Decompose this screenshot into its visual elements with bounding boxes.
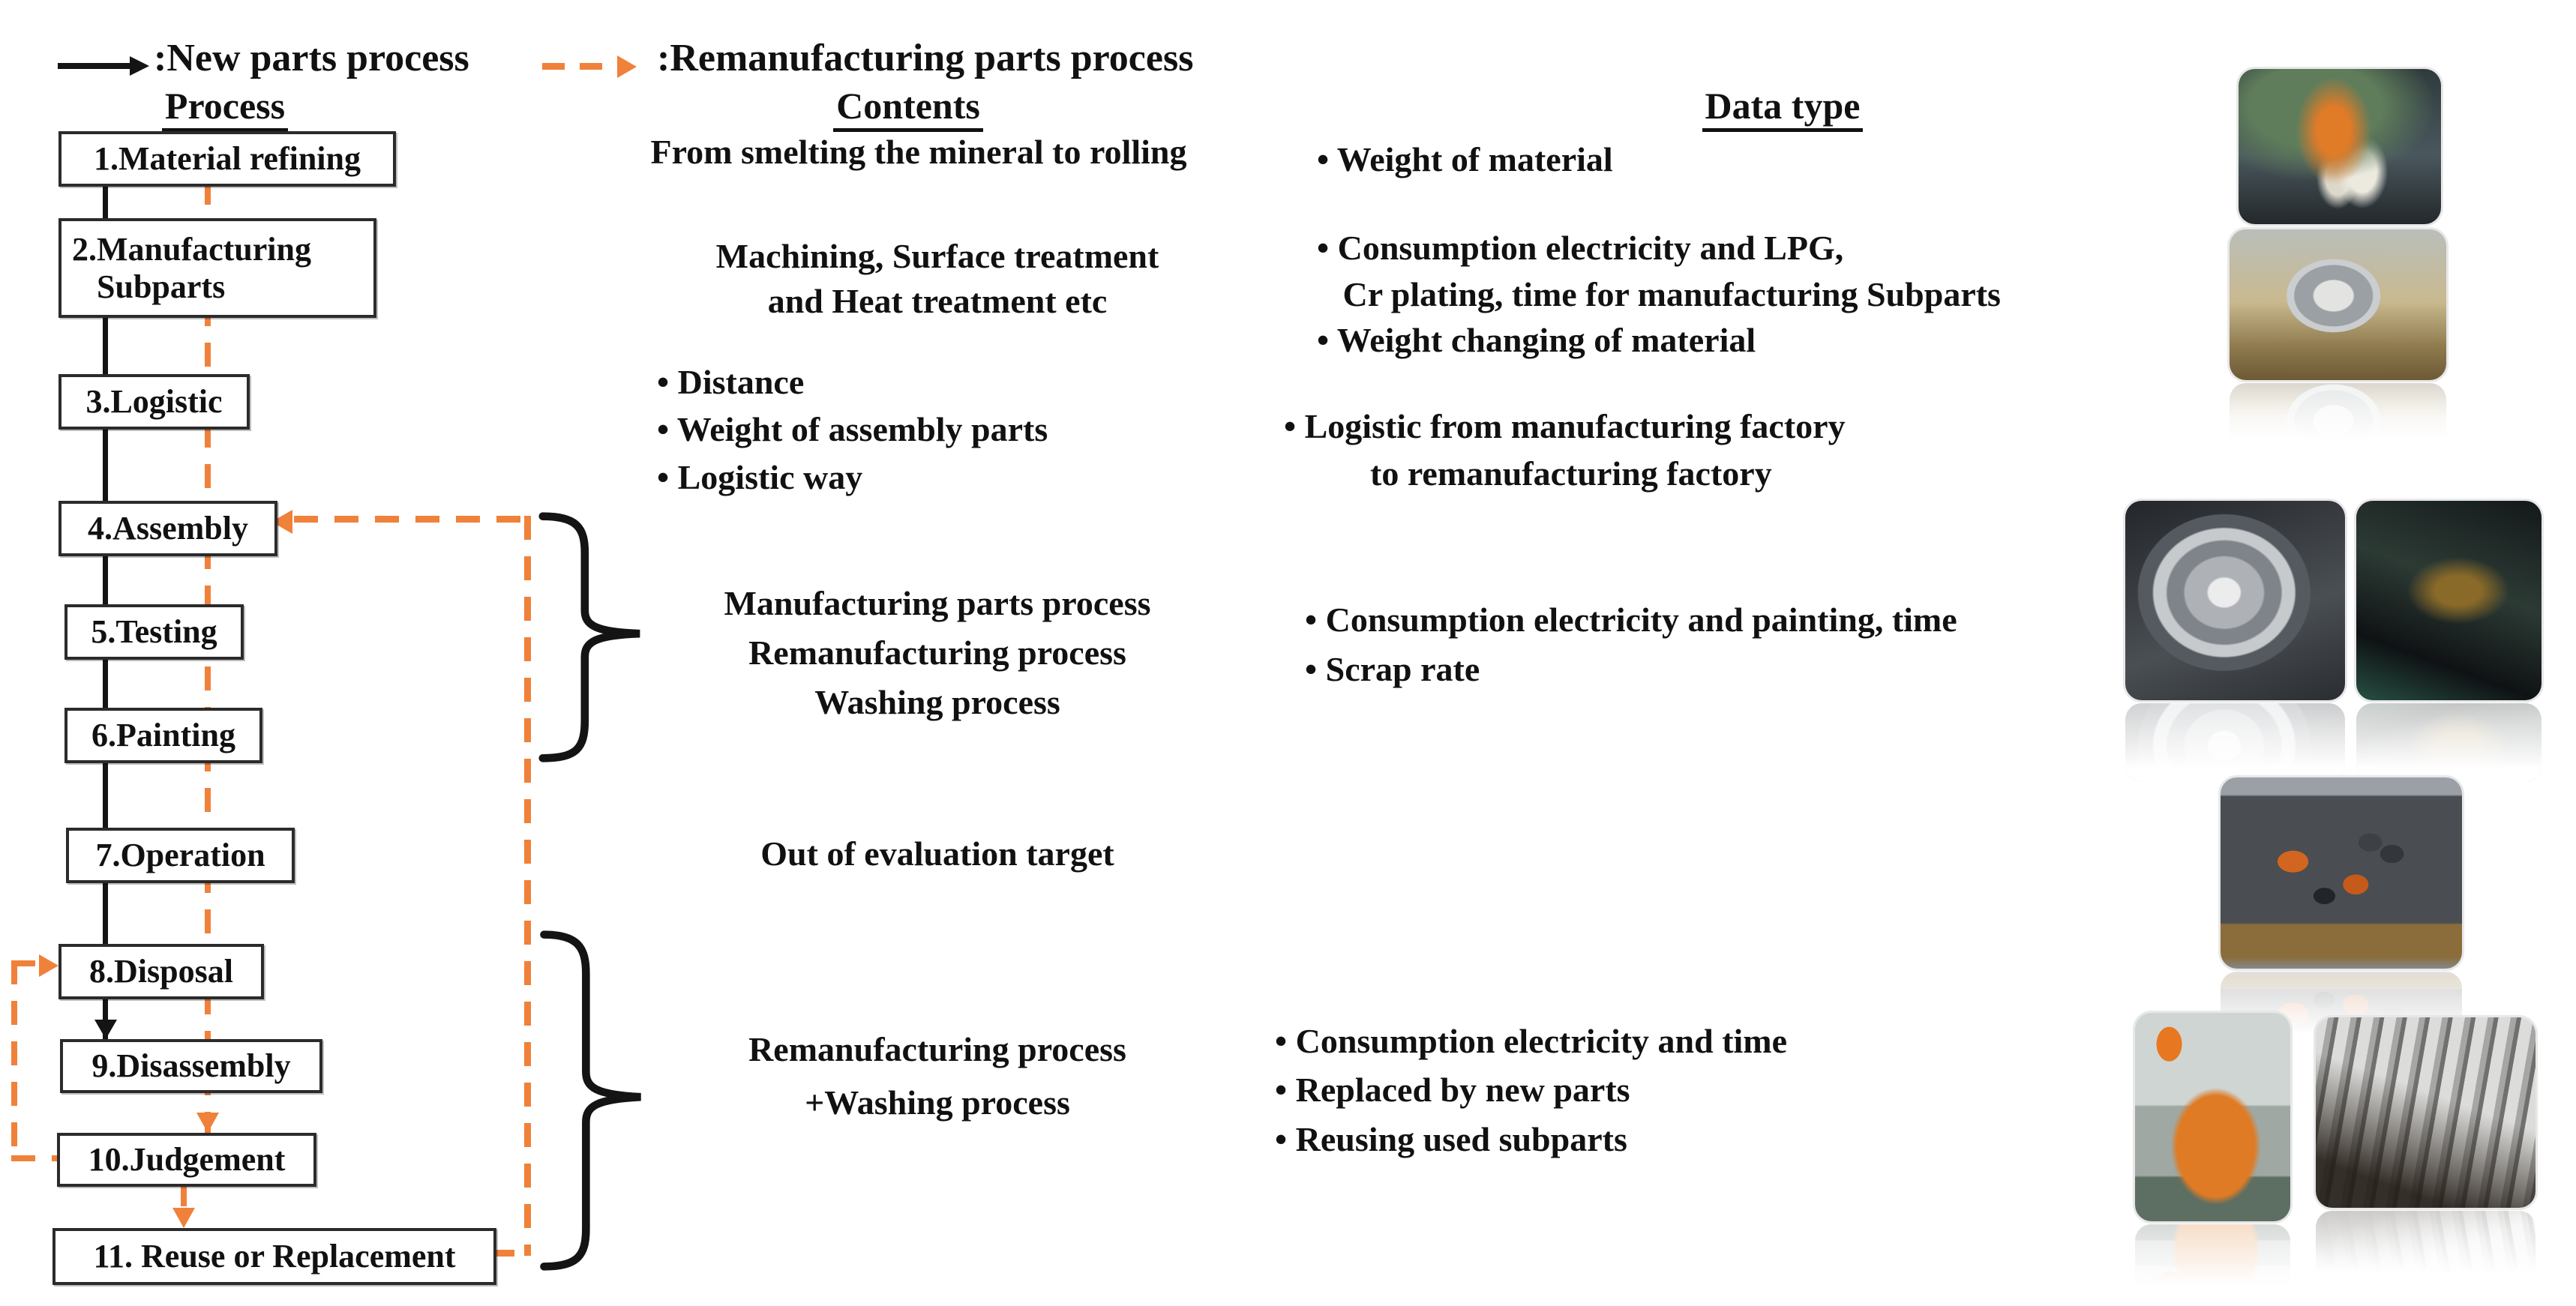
process-box-painting: 6.Painting	[64, 708, 262, 763]
process-box-disassembly: 9.Disassembly	[60, 1039, 322, 1093]
photo-reman-stand-reflection	[2135, 1224, 2290, 1299]
photo-assembly-machinery	[2356, 501, 2542, 700]
contents-operation: Out of evaluation target	[760, 834, 1114, 873]
photo-subparts-gear	[2230, 229, 2446, 380]
contents-logistic-bullets: • Distance • Weight of assembly parts • …	[657, 363, 1048, 496]
loop-left-bottom-line	[11, 1155, 58, 1161]
contents-assembly-testing-painting: Manufacturing parts process Remanufactur…	[724, 584, 1151, 722]
process-box-judgement: 10.Judgement	[57, 1133, 316, 1187]
legend-reman-parts-label: :Remanufacturing parts process	[657, 37, 1194, 79]
photo-reused-subparts	[2316, 1017, 2536, 1208]
new-process-arrowhead-icon	[130, 56, 149, 76]
reman-process-arrow	[542, 63, 617, 70]
photo-assembly-gear-ring	[2125, 501, 2345, 700]
process-box-logistic: 3.Logistic	[58, 374, 250, 430]
loop-from-reuse-line	[490, 1250, 529, 1257]
photo-used-parts-bin	[2221, 777, 2462, 969]
brace-disposal-reuse	[540, 930, 641, 1271]
photo-material-refining	[2239, 69, 2441, 224]
contents-manufacturing-subparts: Machining, Surface treatment and Heat tr…	[715, 237, 1159, 320]
disposal-to-disassembly-arrowhead-icon	[94, 1020, 117, 1039]
process-column-header: Process	[75, 84, 375, 132]
data-type-material-refining: • Weight of material	[1317, 140, 1613, 178]
data-type-remanufacturing: • Consumption electricity and time • Rep…	[1275, 1022, 1788, 1158]
contents-column-header: Contents	[758, 84, 1058, 132]
loop-into-assembly-line	[294, 516, 531, 523]
loop-into-disposal-arrowhead-icon	[39, 954, 58, 977]
photo-reused-subparts-reflection	[2316, 1211, 2536, 1286]
judgement-to-reuse-arrowhead-icon	[172, 1208, 195, 1228]
loop-right-vertical-line	[524, 516, 531, 1256]
photo-subparts-gear-reflection	[2230, 383, 2446, 451]
contents-remanufacturing: Remanufacturing process +Washing process	[748, 1030, 1126, 1122]
loop-left-vertical-line	[11, 960, 17, 1161]
photo-reman-stand	[2135, 1013, 2290, 1221]
data-type-column-header: Data type	[1633, 84, 1933, 132]
brace-assembly-painting	[538, 512, 640, 762]
process-box-operation: 7.Operation	[66, 828, 295, 883]
data-type-logistic: • Logistic from manufacturing factory to…	[1284, 407, 1846, 493]
loop-left-top-line	[11, 960, 41, 966]
process-box-assembly: 4.Assembly	[58, 501, 277, 556]
disassembly-to-judgement-arrowhead-icon	[196, 1113, 219, 1133]
data-type-manufacturing-subparts: • Consumption electricity and LPG, Cr pl…	[1317, 229, 2001, 360]
process-box-material-refining: 1.Material refining	[58, 131, 396, 187]
process-box-reuse-or-replacement: 11. Reuse or Replacement	[52, 1228, 496, 1285]
judgement-to-reuse-line	[181, 1182, 187, 1211]
process-box-manufacturing-subparts: 2.Manufacturing Subparts	[58, 218, 376, 318]
data-type-assembly-painting: • Consumption electricity and painting, …	[1305, 601, 1957, 689]
contents-material-refining: From smelting the mineral to rolling	[650, 133, 1187, 171]
legend-new-parts-label: :New parts process	[154, 37, 469, 79]
reman-process-arrowhead-icon	[617, 55, 637, 78]
photo-assembly-gear-ring-reflection	[2125, 703, 2345, 782]
photo-assembly-machinery-reflection	[2356, 703, 2542, 782]
process-box-testing: 5.Testing	[64, 604, 244, 660]
process-box-disposal: 8.Disposal	[58, 944, 264, 999]
new-process-arrow	[58, 63, 130, 69]
